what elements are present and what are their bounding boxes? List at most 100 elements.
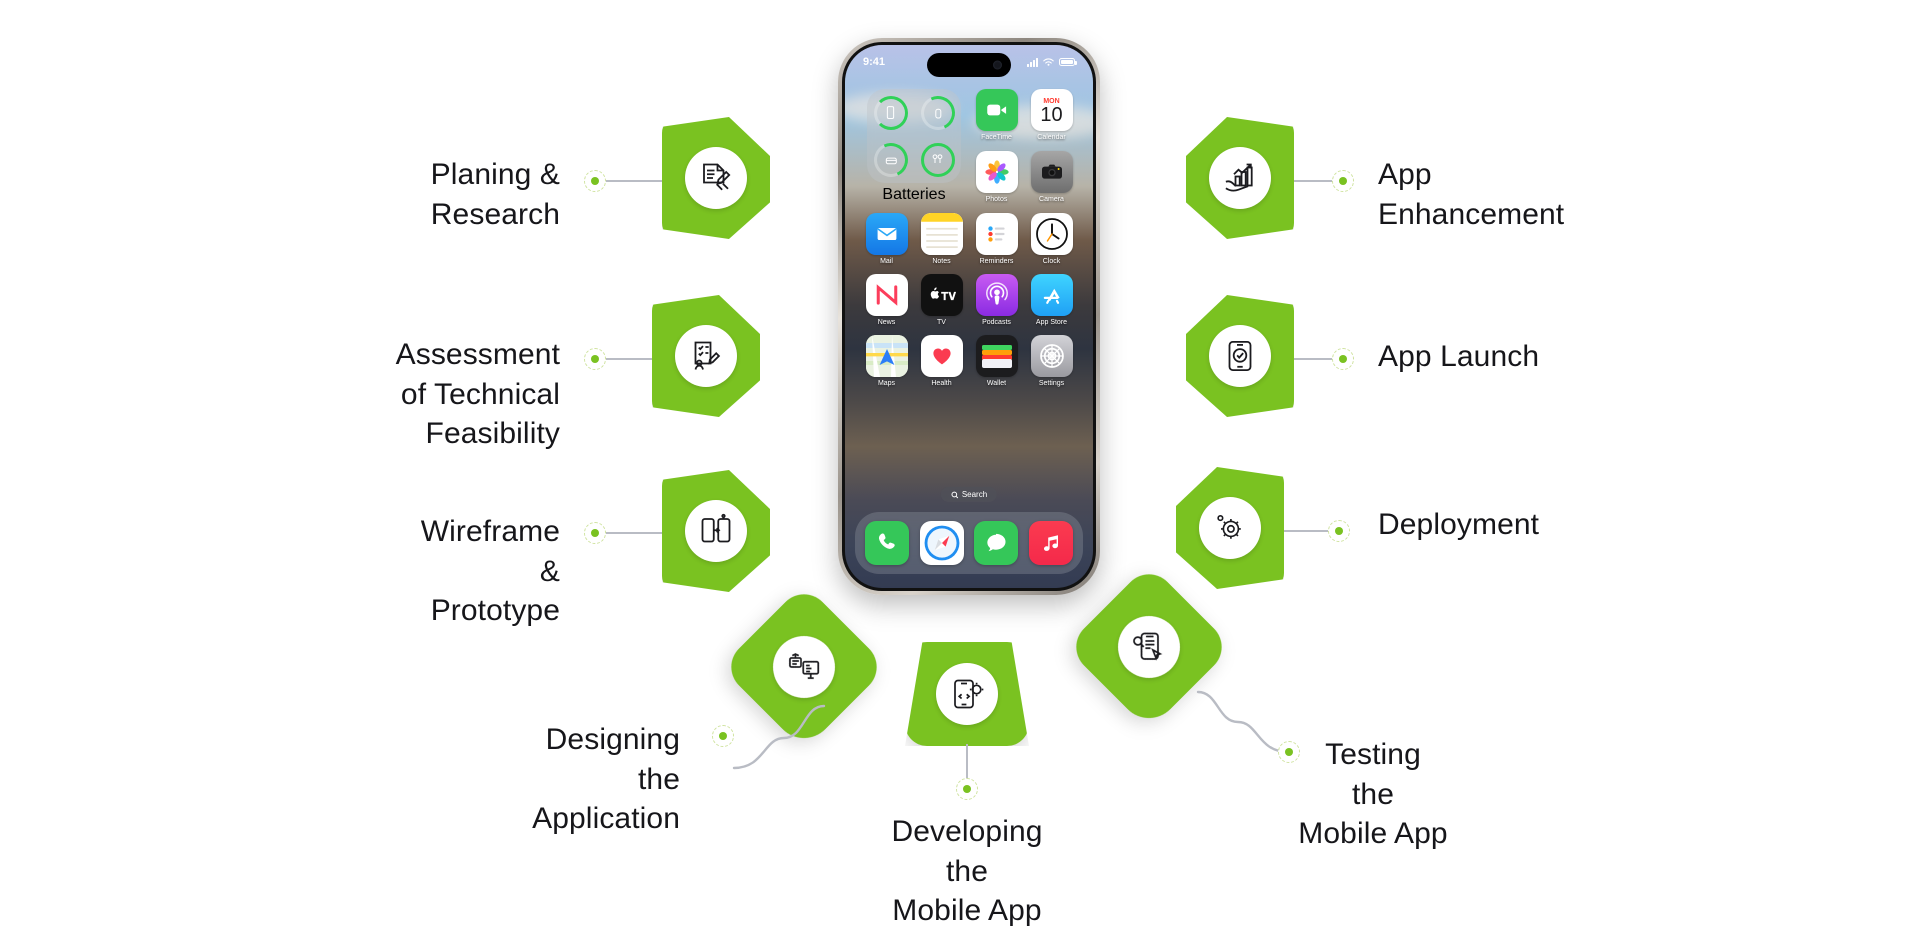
connector-developing-mobile-app: [966, 744, 968, 784]
widget-batteries[interactable]: Batteries: [859, 89, 969, 204]
design-layout-icon: [789, 653, 820, 679]
step-badge-designing-application[interactable]: [720, 583, 888, 751]
app-label-mail: Mail: [880, 258, 893, 265]
podcasts-icon: [975, 274, 1018, 316]
step-icon-wrap-wireframe-prototype: [685, 500, 747, 562]
watch-glyph-icon: [934, 107, 941, 118]
news-icon: [865, 274, 908, 316]
step-label-planing-research: Planing & Research: [430, 158, 560, 231]
status-indicators: [1027, 57, 1077, 67]
app-app-store[interactable]: App Store: [1024, 274, 1079, 326]
step-icon-wrap-assessment-feasibility: [675, 325, 737, 387]
step-icon-wrap-planing-research: [685, 147, 747, 209]
status-bar: 9:41: [845, 45, 1093, 79]
step-dot-planing-research[interactable]: [584, 170, 606, 192]
wifi-icon: [1043, 58, 1054, 66]
app-mail[interactable]: Mail: [859, 213, 914, 265]
search-icon: [951, 491, 959, 498]
compass-glyph-icon: [924, 525, 960, 561]
step-dot-designing-application[interactable]: [712, 725, 734, 747]
app-news[interactable]: News: [859, 274, 914, 326]
iphone-mockup: 9:41: [838, 38, 1100, 595]
step-badge-planing-research[interactable]: [662, 117, 770, 239]
step-badge-testing-mobile-app[interactable]: [1065, 563, 1233, 731]
app-label-podcasts: Podcasts: [982, 319, 1011, 326]
step-badge-app-launch[interactable]: [1186, 295, 1294, 417]
step-dot-developing-mobile-app[interactable]: [956, 778, 978, 800]
dynamic-island: [927, 53, 1011, 77]
app-podcasts[interactable]: Podcasts: [969, 274, 1024, 326]
app-store-icon: [1030, 274, 1073, 316]
home-screen-search-pill[interactable]: Search: [940, 487, 998, 502]
app-photos[interactable]: Photos: [969, 151, 1024, 204]
step-dot-wireframe-prototype[interactable]: [584, 522, 606, 544]
app-camera[interactable]: Camera: [1024, 151, 1079, 204]
app-label-photos: Photos: [985, 196, 1008, 203]
podcast-mic-glyph-icon: [985, 282, 1008, 305]
step-badge-wireframe-prototype[interactable]: [662, 470, 770, 592]
app-facetime[interactable]: FaceTime: [969, 89, 1024, 142]
step-icon-wrap-designing-application: [773, 636, 835, 698]
step-label-testing-mobile-app: Testing the Mobile App: [1298, 738, 1448, 851]
app-maps[interactable]: Maps: [859, 335, 914, 387]
app-clock[interactable]: Clock: [1024, 213, 1079, 265]
step-dot-app-launch[interactable]: [1332, 348, 1354, 370]
app-label-wallet: Wallet: [986, 380, 1007, 387]
rocket-gear-icon: [1217, 515, 1241, 539]
battery-ring-watch: [915, 90, 960, 135]
music-icon[interactable]: [1028, 521, 1073, 565]
phone-dock: [855, 512, 1083, 574]
search-label: Search: [961, 490, 988, 499]
step-badge-app-enhancement[interactable]: [1186, 117, 1294, 239]
calendar-weekday: MON: [1043, 97, 1060, 105]
app-label-calendar: Calendar: [1037, 134, 1066, 141]
app-health[interactable]: Health: [914, 335, 969, 387]
app-tv[interactable]: TV: [914, 274, 969, 326]
phone-icon[interactable]: [865, 521, 910, 565]
connector-designing-application: [732, 704, 826, 770]
airpods-case-glyph-icon: [885, 156, 896, 164]
step-badge-developing-mobile-app[interactable]: [905, 642, 1029, 746]
messages-icon[interactable]: [974, 521, 1019, 565]
analog-clock-glyph-icon: [1035, 218, 1068, 250]
connector-assessment-feasibility: [606, 358, 666, 360]
app-notes[interactable]: Notes: [914, 213, 969, 265]
app-calendar[interactable]: MON 10 Calendar: [1024, 89, 1079, 142]
step-badge-assessment-feasibility[interactable]: [652, 295, 760, 417]
step-label-app-enhancement: App Enhancement: [1378, 158, 1565, 231]
camera-glyph-icon: [1041, 164, 1062, 179]
step-label-developing-mobile-app: Developing the Mobile App: [891, 815, 1043, 928]
photos-flower-glyph-icon: [984, 160, 1009, 184]
step-dot-app-enhancement[interactable]: [1332, 170, 1354, 192]
notepad-glyph-icon: [920, 213, 963, 255]
growth-chart-hand-icon: [1225, 163, 1253, 192]
step-dot-assessment-feasibility[interactable]: [584, 348, 606, 370]
widget-label-batteries: Batteries: [882, 186, 946, 203]
maps-icon: [865, 335, 908, 377]
connector-planing-research: [606, 180, 666, 182]
battery-ring-airpods: [920, 142, 955, 177]
app-grid: Batteries FaceTime: [845, 89, 1093, 387]
calendar-icon: MON 10: [1030, 89, 1073, 131]
step-dot-deployment[interactable]: [1328, 520, 1350, 542]
app-label-notes: Notes: [932, 258, 951, 265]
document-edit-icon: [703, 163, 731, 191]
step-dot-testing-mobile-app[interactable]: [1278, 741, 1300, 763]
step-badge-deployment[interactable]: [1176, 467, 1284, 589]
two-phones-flow-icon: [701, 513, 731, 543]
music-note-glyph-icon: [1043, 535, 1058, 551]
app-label-maps: Maps: [877, 380, 896, 387]
app-reminders[interactable]: Reminders: [969, 213, 1024, 265]
app-label-health: Health: [931, 380, 952, 387]
app-wallet[interactable]: Wallet: [969, 335, 1024, 387]
connector-wireframe-prototype: [606, 532, 666, 534]
app-label-reminders: Reminders: [979, 258, 1014, 265]
wallet-cards-glyph-icon: [981, 345, 1012, 368]
phone-screen: 9:41: [845, 45, 1093, 588]
heart-glyph-icon: [932, 348, 951, 365]
reminders-list-glyph-icon: [987, 226, 1005, 242]
safari-icon[interactable]: [919, 521, 964, 565]
app-settings[interactable]: Settings: [1024, 335, 1079, 387]
phone-bezel: 9:41: [842, 42, 1096, 591]
battery-ring-phone: [873, 95, 908, 130]
